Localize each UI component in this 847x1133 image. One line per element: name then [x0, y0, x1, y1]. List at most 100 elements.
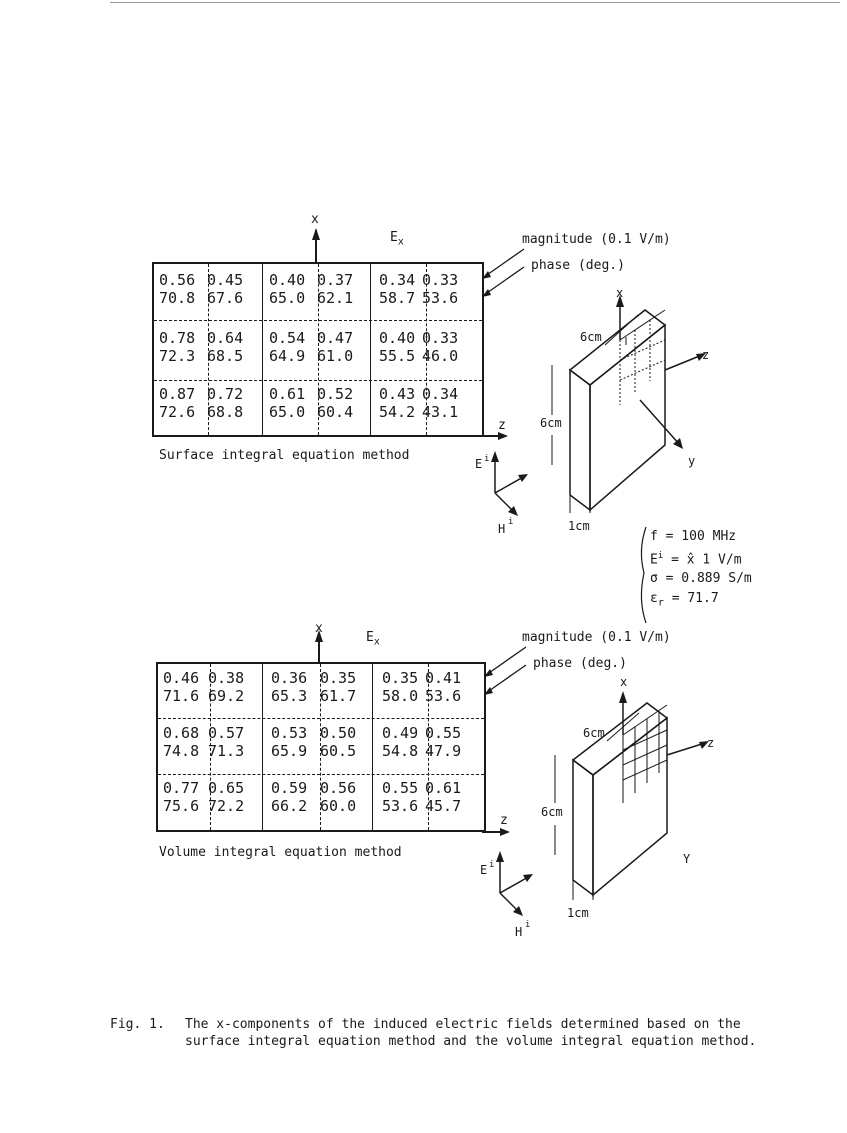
pointer-arrows [482, 248, 525, 297]
cell-phase: 60.5 [320, 742, 357, 760]
cell-magnitude: 0.36 [271, 669, 308, 687]
svg-text:i: i [508, 517, 513, 527]
cell-magnitude: 0.65 [208, 779, 245, 797]
cell-phase: 68.5 [207, 347, 244, 365]
cell-magnitude: 0.52 [317, 385, 354, 403]
z-axis-label: z [498, 418, 506, 433]
svg-text:6cm: 6cm [580, 330, 602, 344]
slab-diagram: x z y 6cm 6cm 1cm [540, 286, 709, 533]
svg-text:Y: Y [683, 852, 691, 866]
svg-text:6cm: 6cm [583, 726, 605, 740]
cell-magnitude: 0.87 [159, 385, 196, 403]
cell-magnitude: 0.35 [320, 669, 357, 687]
x-axis-arrow [312, 228, 320, 262]
svg-text:6cm: 6cm [541, 805, 563, 819]
phase-label: phase (deg.) [533, 656, 627, 671]
param-frequency: f = 100 MHz [650, 529, 737, 544]
cell-phase: 65.3 [271, 687, 308, 705]
svg-text:x: x [620, 675, 627, 689]
cell-phase: 43.1 [422, 403, 459, 421]
cell-magnitude: 0.37 [317, 271, 354, 289]
cell-phase: 70.8 [159, 289, 196, 307]
cell-phase: 54.8 [382, 742, 419, 760]
pointer-arrows [484, 646, 527, 695]
cell-phase: 72.6 [159, 403, 196, 421]
svg-text:i: i [525, 920, 530, 930]
cell-phase: 71.6 [163, 687, 200, 705]
cell-magnitude: 0.77 [163, 779, 200, 797]
x-axis-label: x [315, 621, 323, 636]
cell-magnitude: 0.35 [382, 669, 419, 687]
z-axis-arrow [480, 432, 508, 440]
cell-magnitude: 0.50 [320, 724, 357, 742]
magnitude-label: magnitude (0.1 V/m) [522, 232, 671, 247]
cell-magnitude: 0.46 [163, 669, 200, 687]
z-axis-label: z [500, 813, 508, 828]
cell-magnitude: 0.59 [271, 779, 308, 797]
cell-magnitude: 0.34 [379, 271, 416, 289]
volume-grid [156, 662, 486, 832]
cell-magnitude: 0.38 [208, 669, 245, 687]
svg-text:i: i [484, 454, 489, 464]
cell-magnitude: 0.45 [207, 271, 244, 289]
cell-phase: 72.3 [159, 347, 196, 365]
cell-phase: 60.4 [317, 403, 354, 421]
svg-text:H: H [515, 925, 522, 938]
cell-phase: 53.6 [425, 687, 462, 705]
cell-magnitude: 0.64 [207, 329, 244, 347]
cell-phase: 53.6 [382, 797, 419, 815]
cell-phase: 53.6 [422, 289, 459, 307]
cell-phase: 69.2 [208, 687, 245, 705]
cell-phase: 67.6 [207, 289, 244, 307]
x-axis-arrow [315, 630, 323, 662]
cell-magnitude: 0.54 [269, 329, 306, 347]
svg-text:z: z [702, 348, 709, 362]
cell-magnitude: 0.34 [422, 385, 459, 403]
svg-text:i: i [489, 860, 494, 870]
cell-phase: 65.9 [271, 742, 308, 760]
method-label: Volume integral equation method [159, 845, 402, 860]
cell-magnitude: 0.56 [320, 779, 357, 797]
cell-phase: 68.8 [207, 403, 244, 421]
cell-phase: 65.0 [269, 289, 306, 307]
cell-phase: 55.5 [379, 347, 416, 365]
cell-magnitude: 0.55 [382, 779, 419, 797]
cell-magnitude: 0.47 [317, 329, 354, 347]
magnitude-label: magnitude (0.1 V/m) [522, 630, 671, 645]
svg-text:z: z [707, 736, 714, 750]
svg-text:E: E [475, 457, 482, 471]
z-axis-arrow [482, 828, 510, 836]
surface-grid [152, 262, 484, 437]
cell-magnitude: 0.72 [207, 385, 244, 403]
caption-text: The x-components of the induced electric… [185, 1017, 757, 1049]
cell-phase: 60.0 [320, 797, 357, 815]
cell-magnitude: 0.40 [269, 271, 306, 289]
cell-magnitude: 0.56 [159, 271, 196, 289]
cell-phase: 64.9 [269, 347, 306, 365]
caption-number: Fig. 1. [110, 1017, 165, 1032]
svg-text:y: y [688, 454, 695, 468]
svg-text:1cm: 1cm [568, 519, 590, 533]
